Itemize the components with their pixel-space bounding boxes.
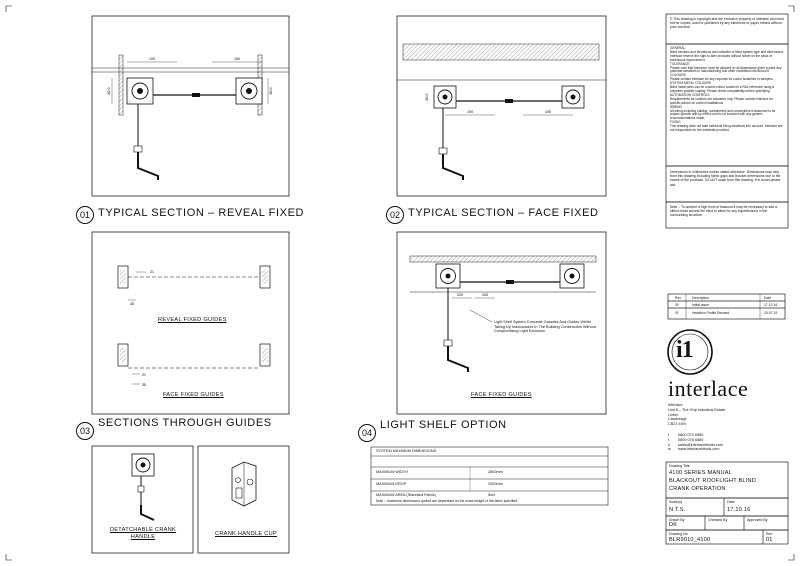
section-02-number: 02 (386, 206, 404, 224)
brand-contacts: t 0800 070 6580 f 0800 076 6580 e sales@int… (668, 433, 786, 452)
section-04-title: LIGHT SHELF OPTION (380, 419, 507, 431)
system-dims-area-row: MAXIMUM AREA (Standard Fabric) (376, 493, 436, 498)
brand-address: Interlace Unit 6 – The Grip Industrial E… (668, 403, 786, 427)
contact-value: 0800 070 6580 (678, 433, 704, 437)
drawing-title-line-1: 4100 SERIES MANUAL (669, 470, 732, 476)
drawing-no-value: BLR9010_4100 (669, 537, 711, 543)
revision-desc: Headbox Profile Revised (692, 311, 730, 315)
system-dims-area-label-text: MAXIMUM AREA (Standard Fabric) (376, 493, 436, 497)
detachable-crank-caption-text: DETATCHABLE CRANK HANDLE (109, 527, 177, 540)
section-03-drawing (91, 231, 290, 415)
contact-phone: t 0800 070 6580 (668, 433, 786, 438)
s02-dim-right: 100 (545, 110, 551, 114)
revision-rev: 00 (675, 303, 679, 307)
copyright-note: © This drawing is copyright and the excl… (670, 17, 784, 30)
reveal-fixed-guides-caption: REVEAL FIXED GUIDES (158, 317, 227, 323)
section-02-drawing (396, 15, 607, 197)
system-dims-drop-value: 2000mm (488, 482, 503, 486)
s01-dim-right: 100 (234, 57, 240, 61)
system-dims-table-grid (370, 446, 609, 506)
scale-label: Scale(s) (669, 500, 683, 504)
revision-rev: 01 (675, 311, 679, 315)
crop-marks (5, 5, 795, 561)
section-01-drawing (91, 15, 290, 197)
contact-email[interactable]: e sales@interlaceblinds.com (668, 443, 786, 448)
s03-dim-b: 35 (130, 302, 134, 306)
section-02-title: TYPICAL SECTION – FACE FIXED (408, 207, 599, 219)
brand-name: interlace (668, 376, 749, 401)
section-03-number: 03 (76, 422, 94, 440)
contact-web[interactable]: w www.interlaceblinds.com (668, 447, 786, 452)
detachable-crank-caption: DETATCHABLE CRANK HANDLE (104, 527, 182, 541)
general-notes: GENERAL Blind sections and elevations ar… (670, 46, 784, 133)
s01-dim-height: 80.0 (107, 88, 111, 95)
face-fixed-guides-caption-03: FACE FIXED GUIDES (163, 392, 224, 398)
address-line: CB21 4XN (668, 422, 686, 427)
section-01-number: 01 (76, 206, 94, 224)
logo-mark (667, 329, 713, 375)
dimensions-note: Dimensions in millimetres unless stated … (670, 170, 781, 187)
drawing-no-label: Drawing No (669, 532, 688, 536)
rev-value: 01 (766, 537, 773, 543)
contact-label: w (668, 447, 671, 452)
crank-details (91, 445, 290, 554)
face-fixed-guides-caption-04: FACE FIXED GUIDES (471, 392, 532, 398)
revision-date: 20.07.19 (764, 311, 778, 315)
revision-date: 17.10.16 (764, 303, 778, 307)
s03-dim-a: 21 (150, 270, 154, 274)
drawn-by-label: Drawn By (669, 518, 685, 522)
drawing-title-line-3: CRANK OPERATION (669, 486, 726, 492)
logo-mark-text: i1 (676, 337, 694, 363)
address-line: Interlace (668, 403, 683, 407)
drawing-title-label: Drawing Title (669, 464, 690, 468)
section-01-title: TYPICAL SECTION – REVEAL FIXED (98, 207, 305, 219)
scale-value: N.T.S. (669, 507, 686, 513)
rev-label: Rev (766, 532, 773, 536)
address-line: Linton (668, 412, 679, 417)
crank-handle-cup-caption: CRANK HANDLE CUP (215, 531, 277, 537)
system-dims-area-value: 5m2 (488, 493, 496, 497)
checked-by-label: Checked By (708, 518, 728, 522)
s04-dim-a: 220 (457, 293, 463, 297)
contact-value: 0800 076 6580 (678, 437, 704, 442)
section-04-number: 04 (358, 424, 376, 442)
s03-dim-d: 35 (142, 383, 146, 387)
contact-fax: f 0800 076 6580 (668, 438, 786, 443)
s02-dim-left: 100 (467, 110, 473, 114)
s02-dim-height: 80.0 (425, 94, 429, 101)
system-dims-title: SYSTEM MAXIMUM DIMENSIONS (376, 449, 437, 453)
revision-header-date: Date (764, 296, 772, 300)
s01-dim-height-right: 80.0 (269, 88, 273, 95)
revision-header-desc: Description (692, 296, 709, 300)
contact-label: f (668, 437, 670, 442)
revision-desc: Initial Issue (692, 303, 709, 307)
s01-dim-left: 100 (149, 57, 155, 61)
drawing-title-line-2: BLACKOUT ROOFLIGHT BLIND (669, 478, 756, 484)
section-04-drawing (396, 231, 607, 415)
s03-dim-c: 21 (142, 373, 146, 377)
contact-value: www.interlaceblinds.com (678, 447, 720, 452)
contact-label: e (668, 442, 671, 447)
contact-label: t (668, 433, 670, 437)
s04-dim-b: 100 (482, 293, 488, 297)
address-line: Unit 6 – The Grip Industrial Estate (668, 407, 726, 412)
right-column-frames (665, 13, 789, 545)
contact-value: sales@interlaceblinds.com (678, 442, 724, 447)
date-value: 17.10.16 (727, 507, 751, 513)
shelf-blackout-note: Note :- To achieve a high level of black… (670, 205, 777, 218)
drawn-by-value: DK (669, 522, 678, 528)
address-line: Cambridge (668, 417, 687, 422)
section-03-title: SECTIONS THROUGH GUIDES (98, 417, 272, 429)
system-dims-width-label: MAXIMUM WIDTH (376, 470, 408, 474)
approved-by-label: Approved By (747, 518, 768, 522)
system-dims-width-value: 2800mm (488, 470, 503, 474)
system-dims-drop-label: MAXIMUM DROP (376, 482, 407, 486)
revision-header-rev: Rev (675, 296, 682, 300)
date-label: Date (727, 500, 735, 504)
system-dims-footnote: Note :- maximum dimensions quoted are de… (376, 499, 518, 503)
light-shelf-note: Light Shelf System Conceals Cassette And… (494, 320, 596, 334)
